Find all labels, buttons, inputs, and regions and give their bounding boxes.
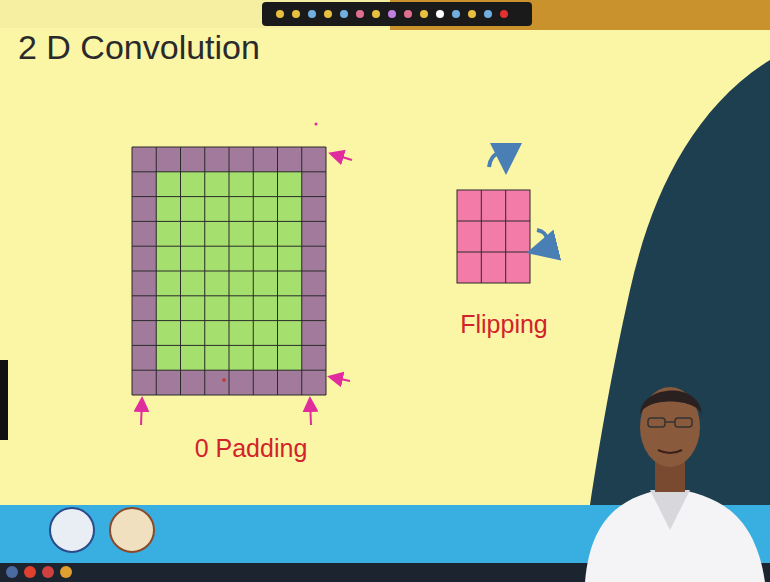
caption-label: Flipping	[460, 310, 548, 339]
caption-label: 0 Padding	[195, 434, 308, 463]
slide-title: 2 D Convolution	[18, 28, 260, 67]
